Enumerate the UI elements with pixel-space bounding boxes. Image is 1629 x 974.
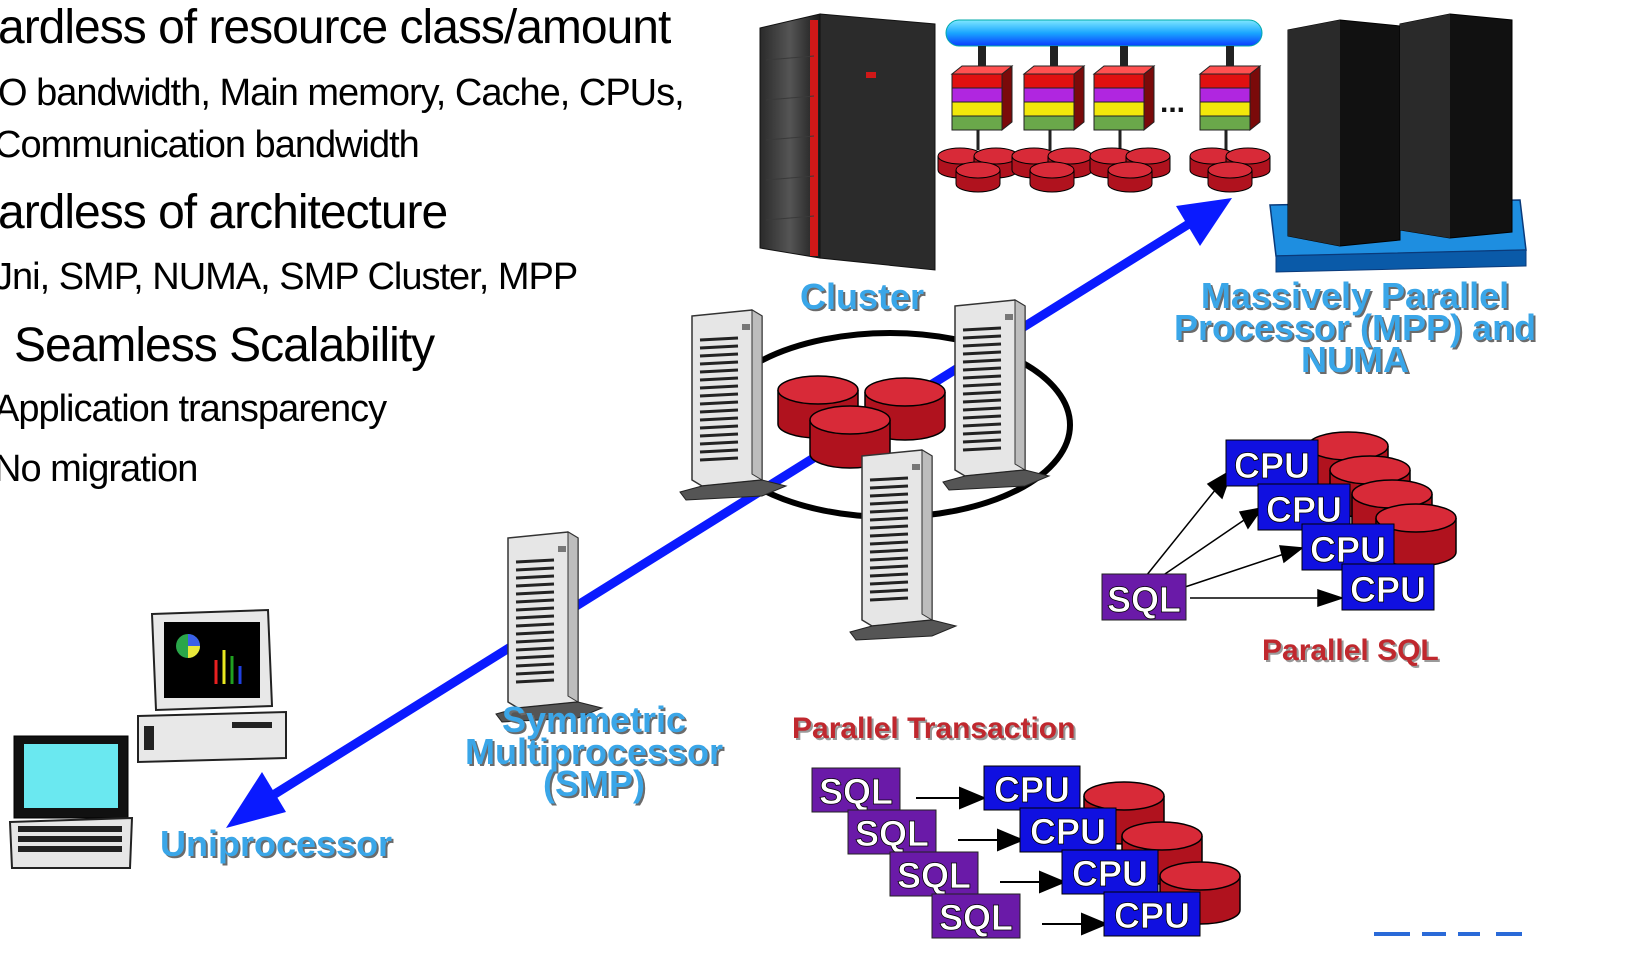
bullet-application-transparency: Application transparency <box>0 388 387 430</box>
smp-label-line-3: (SMP) <box>543 763 645 804</box>
smp-server-icon <box>494 530 604 724</box>
parallel-transaction-cpu-box: CPU <box>1019 807 1117 853</box>
svg-text:CPU: CPU <box>994 769 1070 810</box>
svg-text:CPU: CPU <box>1114 895 1190 936</box>
svg-text:SQL: SQL <box>819 771 893 812</box>
svg-text:CPU: CPU <box>1234 445 1310 486</box>
parallel-sql-cpu-box: CPU <box>1341 563 1435 611</box>
parallel-sql-sql-box: SQL <box>1101 573 1187 621</box>
cluster-server-right-icon <box>941 298 1051 492</box>
parallel-sql-cpu-box: CPU <box>1257 483 1351 531</box>
cluster-rack-icon <box>759 13 936 271</box>
bullet-architecture: ardless of architecture <box>0 186 448 239</box>
mpp-label-line-2: Processor (MPP) and <box>1173 307 1537 348</box>
svg-text:CPU: CPU <box>1030 811 1106 852</box>
parallel-sql-label: Parallel SQL <box>1262 634 1439 667</box>
bullet-bandwidth-list: O bandwidth, Main memory, Cache, CPUs, <box>0 72 685 114</box>
parallel-sql-cpu-box: CPU <box>1225 439 1319 487</box>
mpp-label-line-3: NUMA <box>1301 339 1409 380</box>
svg-text:CPU: CPU <box>1266 489 1342 530</box>
parallel-transaction-sql-box: SQL <box>889 851 979 897</box>
mpp-label: Massively Parallel Processor (MPP) and N… <box>1150 275 1560 380</box>
svg-text:SQL: SQL <box>1107 579 1181 620</box>
svg-text:SQL: SQL <box>939 897 1013 938</box>
svg-text:SQL: SQL <box>897 855 971 896</box>
mpp-interconnect-icon <box>937 19 1271 193</box>
cluster-server-left-icon <box>678 308 788 502</box>
svg-text:CPU: CPU <box>1350 569 1426 610</box>
mpp-label-line-1: Massively Parallel <box>1200 275 1510 316</box>
parallel-transaction-sql-box: SQL <box>847 809 937 855</box>
parallel-transaction-cpu-box: CPU <box>1061 849 1159 895</box>
uniprocessor-label: Uniprocessor <box>160 823 393 864</box>
svg-text:CPU: CPU <box>1310 529 1386 570</box>
smp-label: Symmetric Multiprocessor (SMP) <box>444 699 744 804</box>
bullet-architecture-list: Jni, SMP, NUMA, SMP Cluster, MPP <box>0 256 578 298</box>
parallel-transaction-arrows <box>916 786 1109 936</box>
bullet-resource-class: ardless of resource class/amount <box>0 1 671 54</box>
parallel-transaction-cpu-box: CPU <box>983 765 1081 811</box>
mpp-ellipsis: ... <box>1160 86 1185 119</box>
parallel-sql-cpu-box: CPU <box>1301 523 1395 571</box>
smp-label-line-2: Multiprocessor <box>464 731 724 772</box>
parallel-transaction-sql-box: SQL <box>931 893 1021 939</box>
bullet-no-migration: No migration <box>0 448 198 490</box>
bullet-seamless-scalability: Seamless Scalability <box>14 319 435 372</box>
parallel-transaction-label: Parallel Transaction <box>792 712 1076 745</box>
svg-text:CPU: CPU <box>1072 853 1148 894</box>
cluster-server-front-icon <box>848 448 958 642</box>
svg-text:SQL: SQL <box>855 813 929 854</box>
bullet-communication: Communication bandwidth <box>0 124 420 166</box>
laptop-icon <box>8 735 134 869</box>
cluster-label: Cluster <box>800 276 925 317</box>
desktop-pc-icon <box>137 608 287 764</box>
mpp-cabinets-icon <box>1269 13 1527 273</box>
parallel-transaction-sql-box: SQL <box>811 767 901 813</box>
parallel-transaction-cpu-box: CPU <box>1103 891 1201 937</box>
smp-label-line-1: Symmetric <box>501 699 687 740</box>
scalability-arrow <box>226 198 1232 828</box>
